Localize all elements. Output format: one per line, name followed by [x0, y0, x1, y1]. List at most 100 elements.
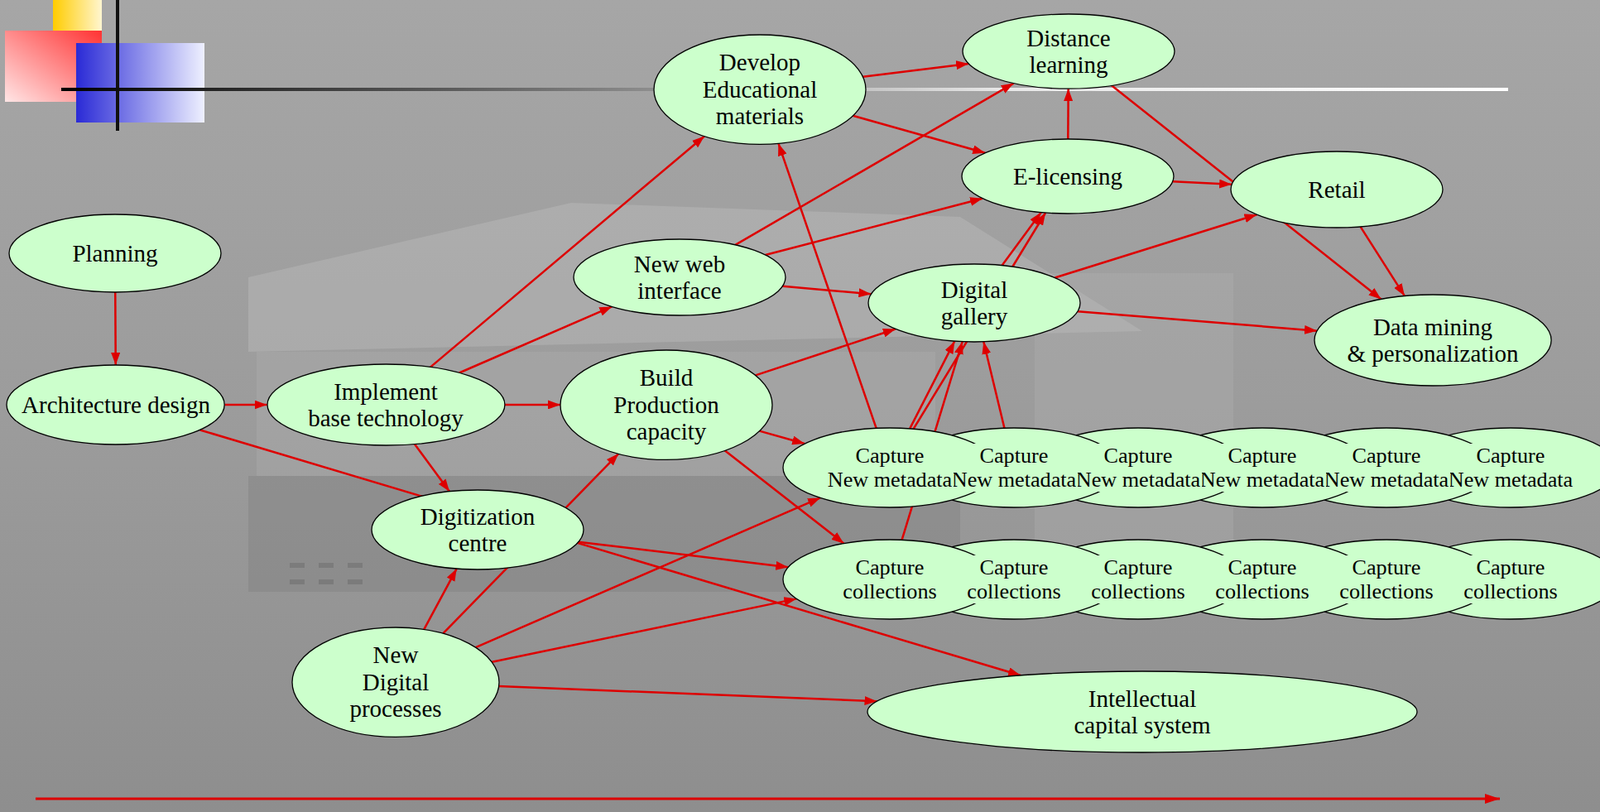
text-line: Architecture design	[21, 391, 211, 419]
process-ellipse: New web interface	[572, 238, 787, 317]
ellipse-shape	[783, 427, 997, 508]
node-text: Architecture design	[19, 391, 212, 419]
connector-arrow	[491, 598, 797, 662]
node-text: Data mining & personalization	[1345, 313, 1521, 368]
window	[318, 579, 334, 585]
ellipse-shape	[1314, 294, 1552, 386]
process-ellipse: Retail	[1230, 150, 1444, 229]
node-text: Intellectual capital system	[1071, 685, 1212, 740]
ellipse-shape	[867, 671, 1418, 753]
text-line: New metadata	[827, 467, 953, 492]
text-line: capital system	[1073, 711, 1211, 739]
connector-arrow	[759, 431, 805, 444]
text-line: Retail	[1307, 176, 1365, 203]
text-line: centre	[420, 529, 536, 557]
text-line: Capture	[966, 555, 1061, 580]
text-line: Build	[613, 364, 719, 391]
connector-arrow	[909, 341, 955, 429]
process-ellipse: Build Production capacity	[559, 349, 774, 461]
window	[289, 579, 305, 585]
window	[347, 562, 363, 568]
connector-arrow	[1066, 88, 1070, 140]
text-line: Educational	[702, 76, 818, 103]
node-text: Build Production capacity	[611, 364, 721, 445]
node-text: Capture collections	[1461, 555, 1559, 605]
connector-arrow	[200, 429, 1021, 676]
process-ellipse: Digitization centre	[370, 489, 585, 571]
node-text: Capture collections	[1337, 555, 1435, 605]
node-text: Distance learning	[1024, 24, 1112, 79]
text-line: Data mining	[1347, 313, 1519, 341]
connector-arrow	[499, 686, 878, 702]
text-line: Capture	[1076, 443, 1202, 468]
text-line: collections	[1215, 579, 1309, 604]
timeline-arrow	[35, 797, 1500, 801]
node-text: Planning	[70, 240, 159, 267]
node-text: New Digital processes	[347, 641, 443, 722]
text-line: Capture	[842, 555, 937, 580]
connector-arrow	[1077, 311, 1317, 331]
connector-arrow	[414, 444, 450, 492]
node-text: E-licensing	[1011, 163, 1125, 190]
process-ellipse: New Digital processes	[291, 626, 500, 738]
process-ellipse: Planning	[8, 213, 222, 294]
process-ellipse: Distance learning	[961, 13, 1176, 90]
node-text: Capture collections	[840, 555, 938, 605]
text-line: Digitization	[420, 503, 536, 530]
text-line: gallery	[941, 302, 1009, 330]
text-line: Digital	[941, 276, 1009, 303]
building-roof	[248, 202, 1143, 352]
text-line: collections	[1339, 579, 1433, 604]
connector-arrow	[863, 63, 970, 77]
connector-arrow	[459, 306, 613, 373]
window	[289, 562, 305, 568]
connector-arrow	[983, 341, 1005, 428]
text-line: base technology	[307, 404, 464, 432]
node-text: Capture New metadata	[950, 443, 1079, 493]
ellipse-shape	[573, 239, 786, 316]
connector-arrow	[225, 403, 268, 407]
node-text: Capture New metadata	[1322, 443, 1452, 493]
text-line: materials	[702, 102, 818, 130]
process-ellipse: Intellectual capital system	[866, 670, 1418, 754]
ellipse-shape	[962, 14, 1175, 89]
connector-arrow	[1002, 212, 1042, 266]
text-line: New metadata	[951, 467, 1077, 492]
ellipse-shape	[560, 350, 773, 460]
connector-arrow	[423, 568, 457, 630]
building-windows	[289, 562, 363, 585]
deco-square	[76, 43, 205, 123]
text-line: New metadata	[1448, 467, 1574, 492]
text-line: Digital	[349, 668, 442, 696]
text-line: Capture	[1200, 443, 1326, 468]
text-line: collections	[1090, 579, 1185, 604]
text-line: New web	[634, 250, 726, 278]
ellipse-shape	[6, 365, 225, 445]
text-line: Planning	[72, 240, 158, 267]
connector-arrow	[504, 403, 561, 407]
node-text: Implement base technology	[306, 378, 466, 433]
node-text: New web interface	[632, 250, 727, 305]
text-line: collections	[842, 579, 937, 604]
ellipse-shape	[267, 364, 505, 446]
text-line: New	[349, 641, 442, 668]
ellipse-shape	[961, 139, 1174, 214]
connector-arrow	[578, 542, 788, 568]
window	[347, 579, 363, 585]
node-text: Capture New metadata	[1074, 443, 1203, 493]
connector-arrow	[778, 143, 876, 428]
text-line: New metadata	[1200, 467, 1326, 492]
ellipse-shape	[371, 490, 584, 570]
text-line: & personalization	[1347, 340, 1519, 367]
text-line: interface	[634, 277, 726, 304]
node-text: Digitization centre	[418, 503, 538, 558]
node-text: Digital gallery	[939, 276, 1010, 331]
text-line: Capture	[1448, 443, 1574, 468]
text-line: Intellectual	[1073, 685, 1211, 712]
text-line: Capture	[1339, 555, 1433, 580]
text-line: Implement	[307, 378, 464, 405]
connector-arrow	[1172, 181, 1232, 185]
text-line: learning	[1026, 51, 1110, 78]
